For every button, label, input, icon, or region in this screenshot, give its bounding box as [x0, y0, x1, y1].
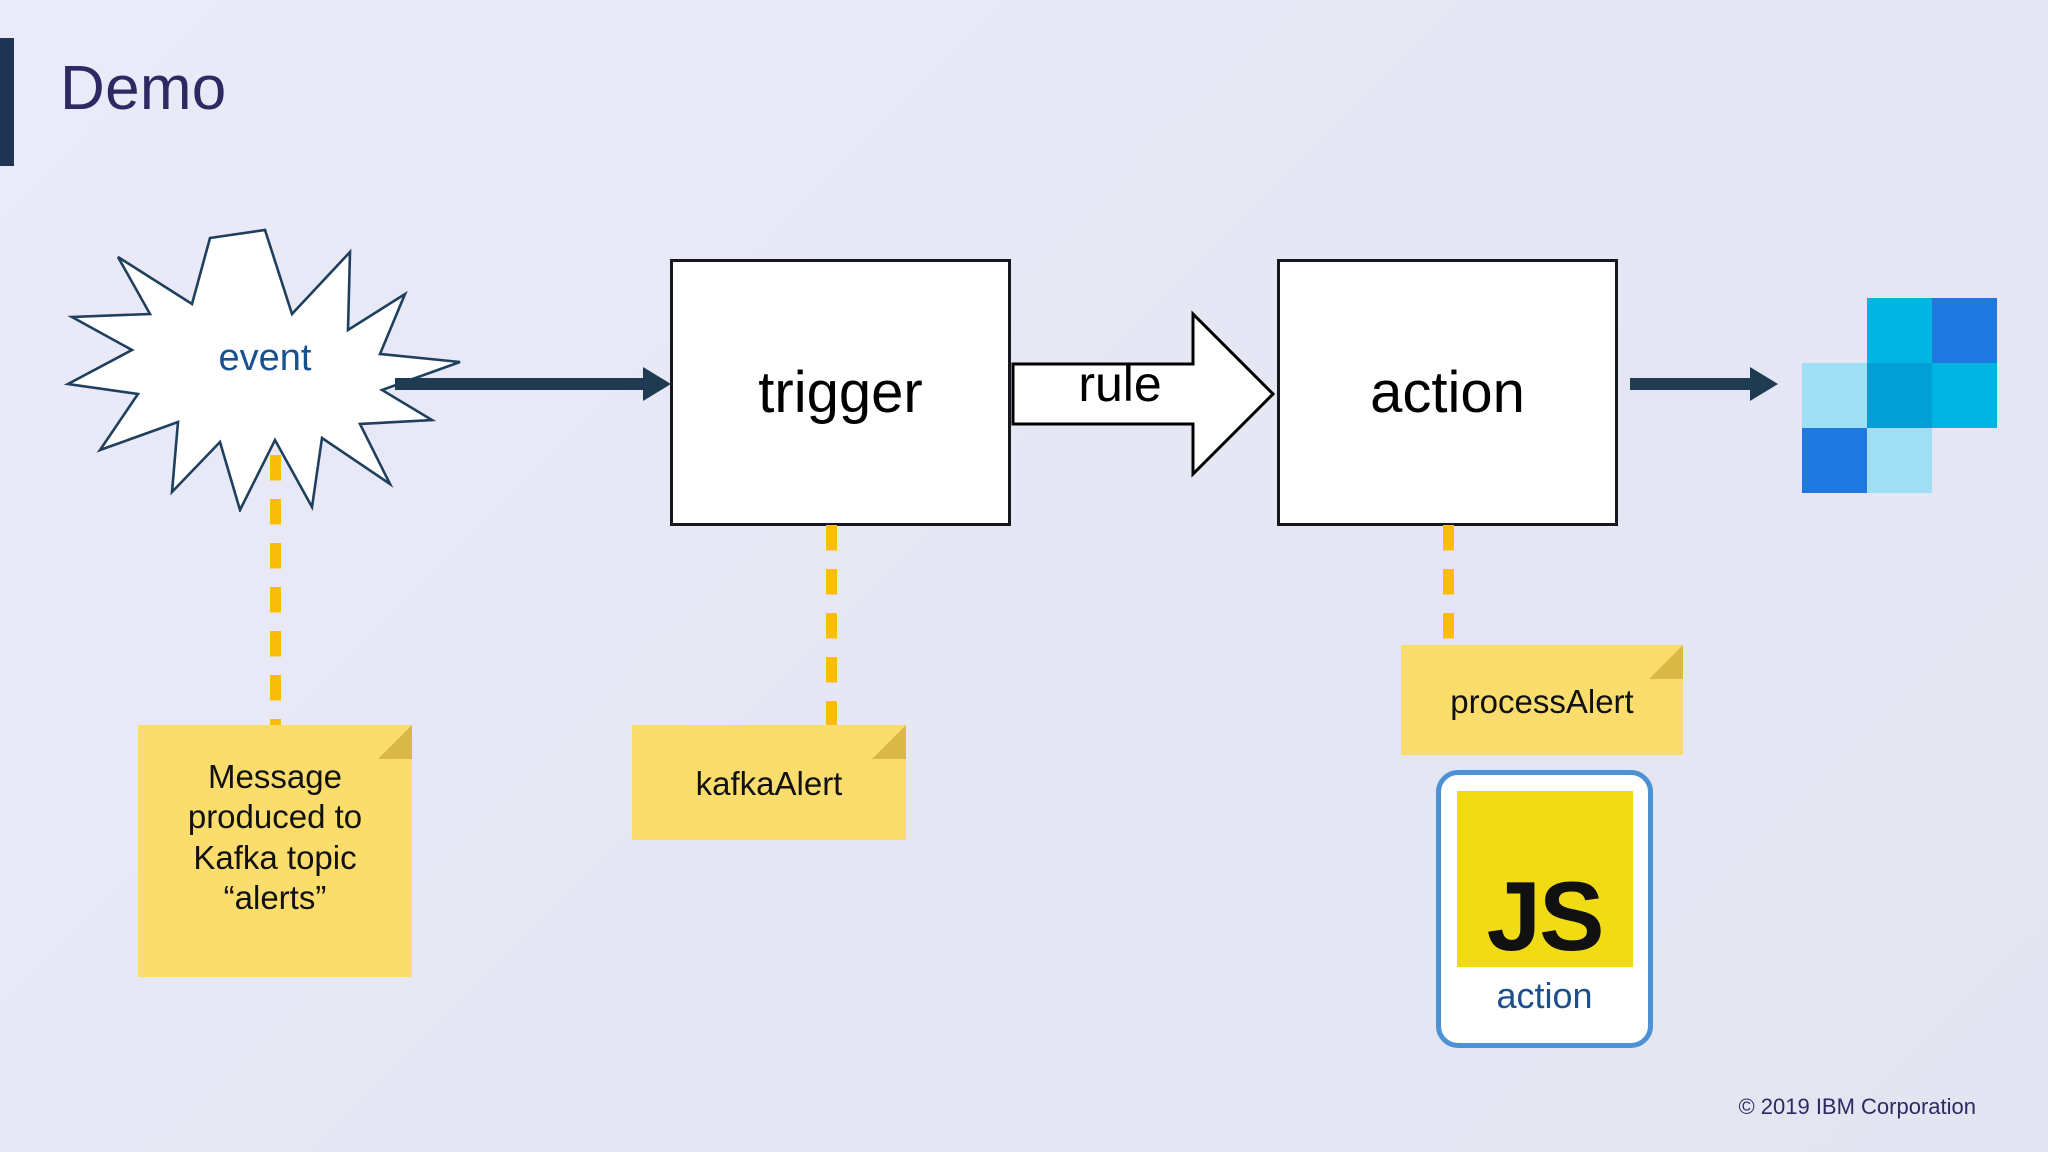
sticky-note-message: Message produced to Kafka topic “alerts” — [138, 725, 412, 977]
trigger-box[interactable]: trigger — [670, 259, 1011, 526]
sticky-note-message-text: Message produced to Kafka topic “alerts” — [187, 758, 363, 916]
action-box[interactable]: action — [1277, 259, 1618, 526]
logo-cell-r0-c2 — [1932, 298, 1997, 363]
note-fold-corner — [1649, 645, 1683, 679]
note-fold-corner — [378, 725, 412, 759]
rule-block-arrow — [1011, 310, 1277, 478]
arrow-action-to-logo — [1630, 365, 1778, 403]
sticky-note-process: processAlert — [1401, 645, 1683, 755]
action-label: action — [1370, 359, 1525, 425]
js-logo-text: JS — [1486, 860, 1605, 971]
arrow-right-icon — [1630, 367, 1778, 401]
note-fold-corner — [872, 725, 906, 759]
js-action-card-label: action — [1496, 975, 1593, 1016]
logo-cell-r2-c1 — [1867, 428, 1932, 493]
title-accent-bar — [0, 38, 14, 166]
ibm-cloud-functions-logo — [1802, 298, 1998, 494]
footer-copyright: © 2019 IBM Corporation — [1738, 1094, 1976, 1119]
page-title: Demo — [60, 54, 227, 123]
javascript-logo-icon: JS — [1456, 791, 1633, 971]
sticky-note-kafka-text: kafkaAlert — [695, 765, 843, 803]
trigger-label: trigger — [758, 359, 923, 425]
js-action-card[interactable]: JS action — [1436, 770, 1653, 1048]
starburst-icon — [63, 228, 461, 512]
logo-cell-r1-c2 — [1932, 363, 1997, 428]
dashed-connector-trigger — [826, 525, 837, 725]
logo-cell-r2-c0 — [1802, 428, 1867, 493]
dashed-connector-event — [270, 455, 281, 725]
arrow-right-icon — [395, 367, 671, 401]
logo-cell-r0-c1 — [1867, 298, 1932, 363]
logo-cell-r1-c1 — [1867, 363, 1932, 428]
block-arrow-right-icon — [1011, 310, 1276, 478]
sticky-note-kafka: kafkaAlert — [632, 725, 906, 840]
dashed-connector-action — [1443, 525, 1454, 645]
arrow-event-to-trigger — [395, 365, 671, 403]
logo-cell-r1-c0 — [1802, 363, 1867, 428]
sticky-note-process-text: processAlert — [1450, 682, 1634, 720]
